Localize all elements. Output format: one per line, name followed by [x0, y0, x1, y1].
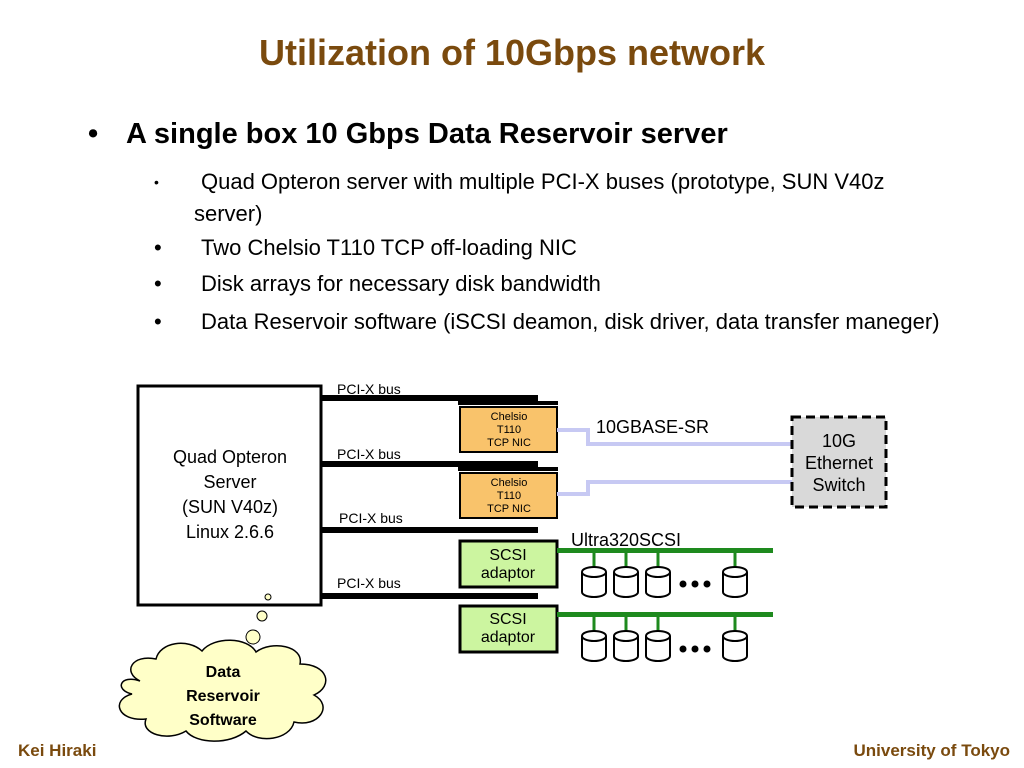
server-label-line: (SUN V40z) [182, 497, 278, 517]
disk-icon [645, 630, 671, 662]
scsi-bus-label: Ultra320SCSI [571, 530, 681, 550]
bullet-glyph: • [154, 271, 162, 296]
nic-label-line: Chelsio [491, 411, 528, 423]
server-label-line: Quad Opteron [173, 447, 287, 467]
software-label-line: Data [206, 664, 241, 681]
disk-icon [645, 566, 671, 598]
scsi-label-line: adaptor [481, 565, 536, 582]
nic-label-line: Chelsio [491, 477, 528, 489]
fiber-links [557, 428, 792, 496]
pci-x-buses [321, 395, 538, 599]
footer-affiliation: University of Tokyo [853, 741, 1011, 760]
disk-icon [581, 630, 607, 662]
software-label-line: Reservoir [186, 688, 260, 705]
scsi-adaptor-card [458, 604, 559, 654]
sub-bullet-text: Quad Opteron server with multiple PCI-X … [194, 169, 885, 226]
footer-author: Kei Hiraki [18, 741, 97, 760]
ethernet-switch [790, 415, 888, 509]
disk-icon [581, 566, 607, 598]
switch-label-line: Switch [812, 475, 865, 495]
pci-x-bus-label: PCI-X bus [337, 446, 401, 462]
nic-label-line: TCP NIC [487, 503, 531, 515]
slide-title: Utilization of 10Gbps network [258, 32, 766, 73]
chelsio-nic-card [459, 406, 558, 453]
disk-array [581, 630, 748, 662]
bullet-glyph: • [88, 118, 99, 150]
scsi-adaptor-card [458, 539, 559, 589]
server-box [136, 384, 323, 607]
server-label-line: Linux 2.6.6 [186, 522, 274, 542]
switch-label-line: Ethernet [805, 453, 873, 473]
nic-label-line: TCP NIC [487, 437, 531, 449]
disk-icon [613, 566, 639, 598]
pci-x-bus-label: PCI-X bus [337, 575, 401, 591]
scsi-bus [557, 612, 773, 617]
bullet-glyph: • [154, 235, 162, 260]
switch-label-line: 10G [822, 431, 856, 451]
bullet-glyph: • [154, 174, 159, 190]
sub-bullet-text: Two Chelsio T110 TCP off-loading NIC [201, 235, 577, 260]
thought-bubble [256, 610, 268, 622]
pci-x-bus-label: PCI-X bus [337, 381, 401, 397]
server-label-line: Server [203, 472, 256, 492]
scsi-label-line: SCSI [489, 611, 526, 628]
scsi-bus [557, 548, 773, 553]
thought-bubble [245, 629, 261, 645]
disk-icon [722, 566, 748, 598]
software-cloud [118, 639, 327, 742]
scsi-label-line: adaptor [481, 629, 536, 646]
sub-bullet-text: Disk arrays for necessary disk bandwidth [201, 271, 601, 296]
chelsio-nic-card [459, 472, 558, 519]
link-label: 10GBASE-SR [596, 417, 709, 437]
disk-icon [613, 630, 639, 662]
bullet-glyph: • [154, 309, 162, 334]
nic-label-line: T110 [497, 424, 521, 436]
scsi-label-line: SCSI [489, 547, 526, 564]
main-bullet-text: A single box 10 Gbps Data Reservoir serv… [126, 118, 728, 150]
pci-x-bus-label: PCI-X bus [339, 510, 403, 526]
software-label-line: Software [189, 712, 257, 729]
sub-bullet-text: Data Reservoir software (iSCSI deamon, d… [201, 309, 940, 334]
nic-label-line: T110 [497, 490, 521, 502]
disk-array [581, 566, 748, 598]
disk-icon [722, 630, 748, 662]
thought-bubble [264, 593, 272, 601]
